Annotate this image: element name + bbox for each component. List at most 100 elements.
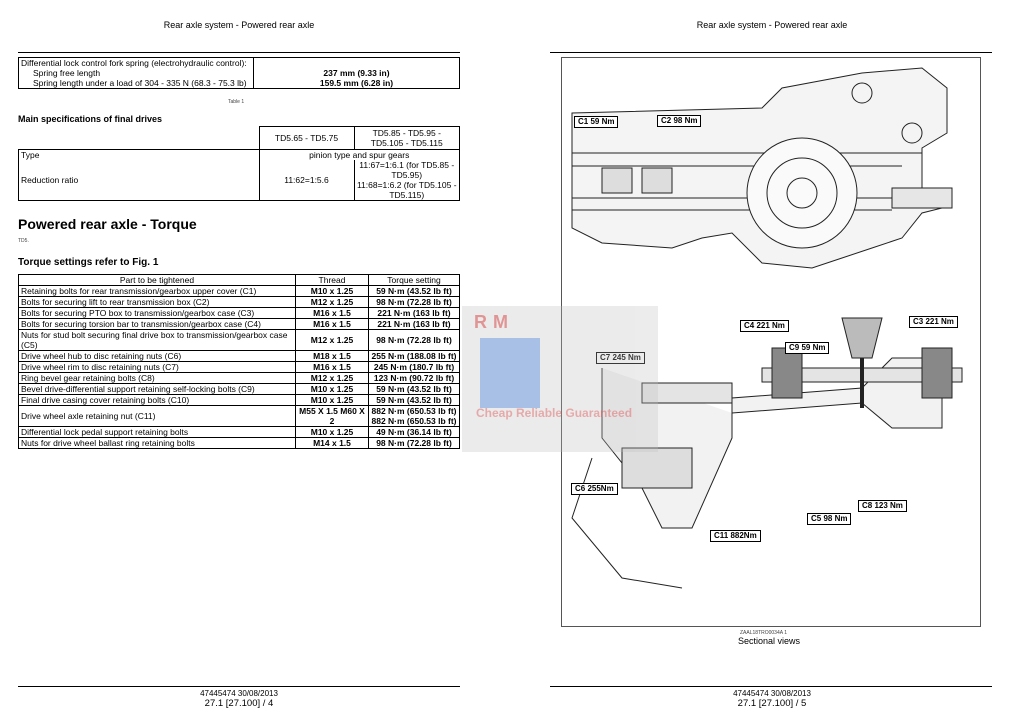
callout-label: C11 882Nm — [710, 530, 761, 542]
row-label: Reduction ratio — [18, 160, 260, 201]
figure-code: ZAAL18TRO0034A 1 — [740, 630, 787, 636]
spring-value: 237 mm (9.33 in) — [253, 68, 460, 78]
table-row: Bolts for securing PTO box to transmissi… — [18, 307, 460, 319]
col-header: Torque setting — [368, 274, 460, 286]
callout-label: C4 221 Nm — [740, 320, 789, 332]
part-cell: Nuts for drive wheel ballast ring retain… — [18, 437, 296, 449]
torque-table: Part to be tightened Thread Torque setti… — [18, 274, 460, 449]
table-row: Bevel drive-differential support retaini… — [18, 383, 460, 395]
page-number: 27.1 [27.100] / 5 — [737, 698, 807, 709]
figure-frame: C1 59 Nm C2 98 Nm C4 221 Nm C3 221 Nm C9… — [561, 57, 981, 627]
final-drives-heading: Main specifications of final drives — [18, 114, 163, 124]
footer-code: 47445474 30/08/2013 — [733, 689, 811, 698]
thread-cell: M14 x 1.5 — [295, 437, 369, 449]
page-header: Rear axle system - Powered rear axle — [163, 20, 315, 30]
part-cell: Drive wheel rim to disc retaining nuts (… — [18, 361, 296, 373]
col-header: Part to be tightened — [18, 274, 296, 286]
col-header: TD5.65 - TD5.75 — [258, 126, 355, 150]
spring-label: Spring length under a load of 304 - 335 … — [18, 78, 254, 89]
spring-title: Differential lock control fork spring (e… — [18, 57, 254, 68]
ratio-value: 11:68=1:6.2 (for TD5.105 - TD5.115) — [356, 180, 457, 200]
left-page: Rear axle system - Powered rear axle Dif… — [0, 0, 478, 724]
table-caption: Table 1 — [228, 99, 245, 105]
torque-cell: 255 N·m (188.08 lb ft) — [368, 350, 460, 362]
watermark-logo: RM — [474, 312, 514, 332]
model-note: TD5. — [18, 238, 29, 244]
watermark-icon — [480, 338, 540, 408]
footer-code: 47445474 30/08/2013 — [200, 689, 278, 698]
thread-cell: M10 x 1.25 — [295, 383, 369, 395]
callout-label: C2 98 Nm — [657, 115, 702, 127]
torque-cell: 98 N·m (72.28 lb ft) — [368, 296, 460, 308]
torque-cell: 221 N·m (163 lb ft) — [368, 307, 460, 319]
thread-cell: M16 x 1.5 — [295, 307, 369, 319]
table-row: Nuts for stud bolt securing final drive … — [18, 329, 460, 351]
torque-heading: Torque settings refer to Fig. 1 — [18, 257, 159, 268]
torque-cell: 882 N·m (650.53 lb ft) 882 N·m (650.53 l… — [368, 405, 460, 427]
part-cell: Bolts for securing lift to rear transmis… — [18, 296, 296, 308]
part-cell: Drive wheel hub to disc retaining nuts (… — [18, 350, 296, 362]
callout-label: C1 59 Nm — [574, 116, 619, 128]
callout-label: C3 221 Nm — [909, 316, 958, 328]
part-cell: Bolts for securing PTO box to transmissi… — [18, 307, 296, 319]
torque-cell: 221 N·m (163 lb ft) — [368, 318, 460, 330]
col-header: Thread — [295, 274, 369, 286]
table-row: Drive wheel axle retaining nut (C11)M55 … — [18, 405, 460, 427]
watermark: RM Cheap Reliable Guaranteed — [462, 306, 658, 452]
thread-cell: M55 X 1.5 M60 X 2 — [295, 405, 369, 427]
table-row: Drive wheel rim to disc retaining nuts (… — [18, 361, 460, 373]
torque-cell: 59 N·m (43.52 lb ft) — [368, 285, 460, 297]
thread-cell: M16 x 1.5 — [295, 318, 369, 330]
col-header: TD5.85 - TD5.95 - TD5.105 - TD5.115 — [353, 126, 460, 150]
thread-cell: M12 x 1.25 — [295, 329, 369, 351]
part-cell: Retaining bolts for rear transmission/ge… — [18, 285, 296, 297]
thread-cell: M10 x 1.25 — [295, 394, 369, 406]
ratio-value: 11:67=1:6.1 (for TD5.85 - TD5.95) — [359, 160, 455, 180]
torque-cell: 98 N·m (72.28 lb ft) — [368, 329, 460, 351]
torque-cell: 123 N·m (90.72 lb ft) — [368, 372, 460, 384]
table-row: Ring bevel gear retaining bolts (C8)M12 … — [18, 372, 460, 384]
header-rule — [550, 52, 992, 53]
right-page: Rear axle system - Powered rear axle C1 … — [532, 0, 1012, 724]
page-header: Rear axle system - Powered rear axle — [696, 20, 848, 30]
torque-cell: 245 N·m (180.7 lb ft) — [368, 361, 460, 373]
callout-label: C8 123 Nm — [858, 500, 907, 512]
callout-label: C5 98 Nm — [807, 513, 852, 525]
table-row: Drive wheel hub to disc retaining nuts (… — [18, 350, 460, 362]
part-cell: Drive wheel axle retaining nut (C11) — [18, 405, 296, 427]
table-row: Nuts for drive wheel ballast ring retain… — [18, 437, 460, 449]
thread-cell: M10 x 1.25 — [295, 285, 369, 297]
part-cell: Differential lock pedal support retainin… — [18, 426, 296, 438]
part-cell: Nuts for stud bolt securing final drive … — [18, 329, 296, 351]
torque-cell: 98 N·m (72.28 lb ft) — [368, 437, 460, 449]
table-row: Bolts for securing lift to rear transmis… — [18, 296, 460, 308]
header-rule — [18, 52, 460, 53]
part-cell: Bevel drive-differential support retaini… — [18, 383, 296, 395]
spring-label: Spring free length — [18, 68, 254, 78]
type-value: pinion type and spur gears — [258, 149, 460, 160]
callout-label: C9 59 Nm — [785, 342, 830, 354]
section-title: Powered rear axle - Torque — [18, 216, 197, 232]
thread-cell: M12 x 1.25 — [295, 372, 369, 384]
thread-cell: M16 x 1.5 — [295, 361, 369, 373]
table-row: Bolts for securing torsion bar to transm… — [18, 318, 460, 330]
footer-rule — [550, 686, 992, 687]
watermark-slogan: Cheap Reliable Guaranteed — [476, 406, 633, 420]
thread-cell: M12 x 1.25 — [295, 296, 369, 308]
torque-cell: 49 N·m (36.14 lb ft) — [368, 426, 460, 438]
ratio-value: 11:62=1:5.6 — [258, 160, 355, 201]
table-row: Final drive casing cover retaining bolts… — [18, 394, 460, 406]
torque-cell: 59 N·m (43.52 lb ft) — [368, 383, 460, 395]
page-number: 27.1 [27.100] / 4 — [204, 698, 274, 709]
figure-caption: Sectional views — [737, 636, 801, 646]
row-label: Type — [18, 149, 260, 160]
part-cell: Final drive casing cover retaining bolts… — [18, 394, 296, 406]
footer-rule — [18, 686, 460, 687]
thread-cell: M18 x 1.5 — [295, 350, 369, 362]
callout-label: C6 255Nm — [571, 483, 618, 495]
spring-table: Differential lock control fork spring (e… — [18, 57, 460, 89]
spring-value: 159.5 mm (6.28 in) — [253, 78, 460, 89]
part-cell: Bolts for securing torsion bar to transm… — [18, 318, 296, 330]
